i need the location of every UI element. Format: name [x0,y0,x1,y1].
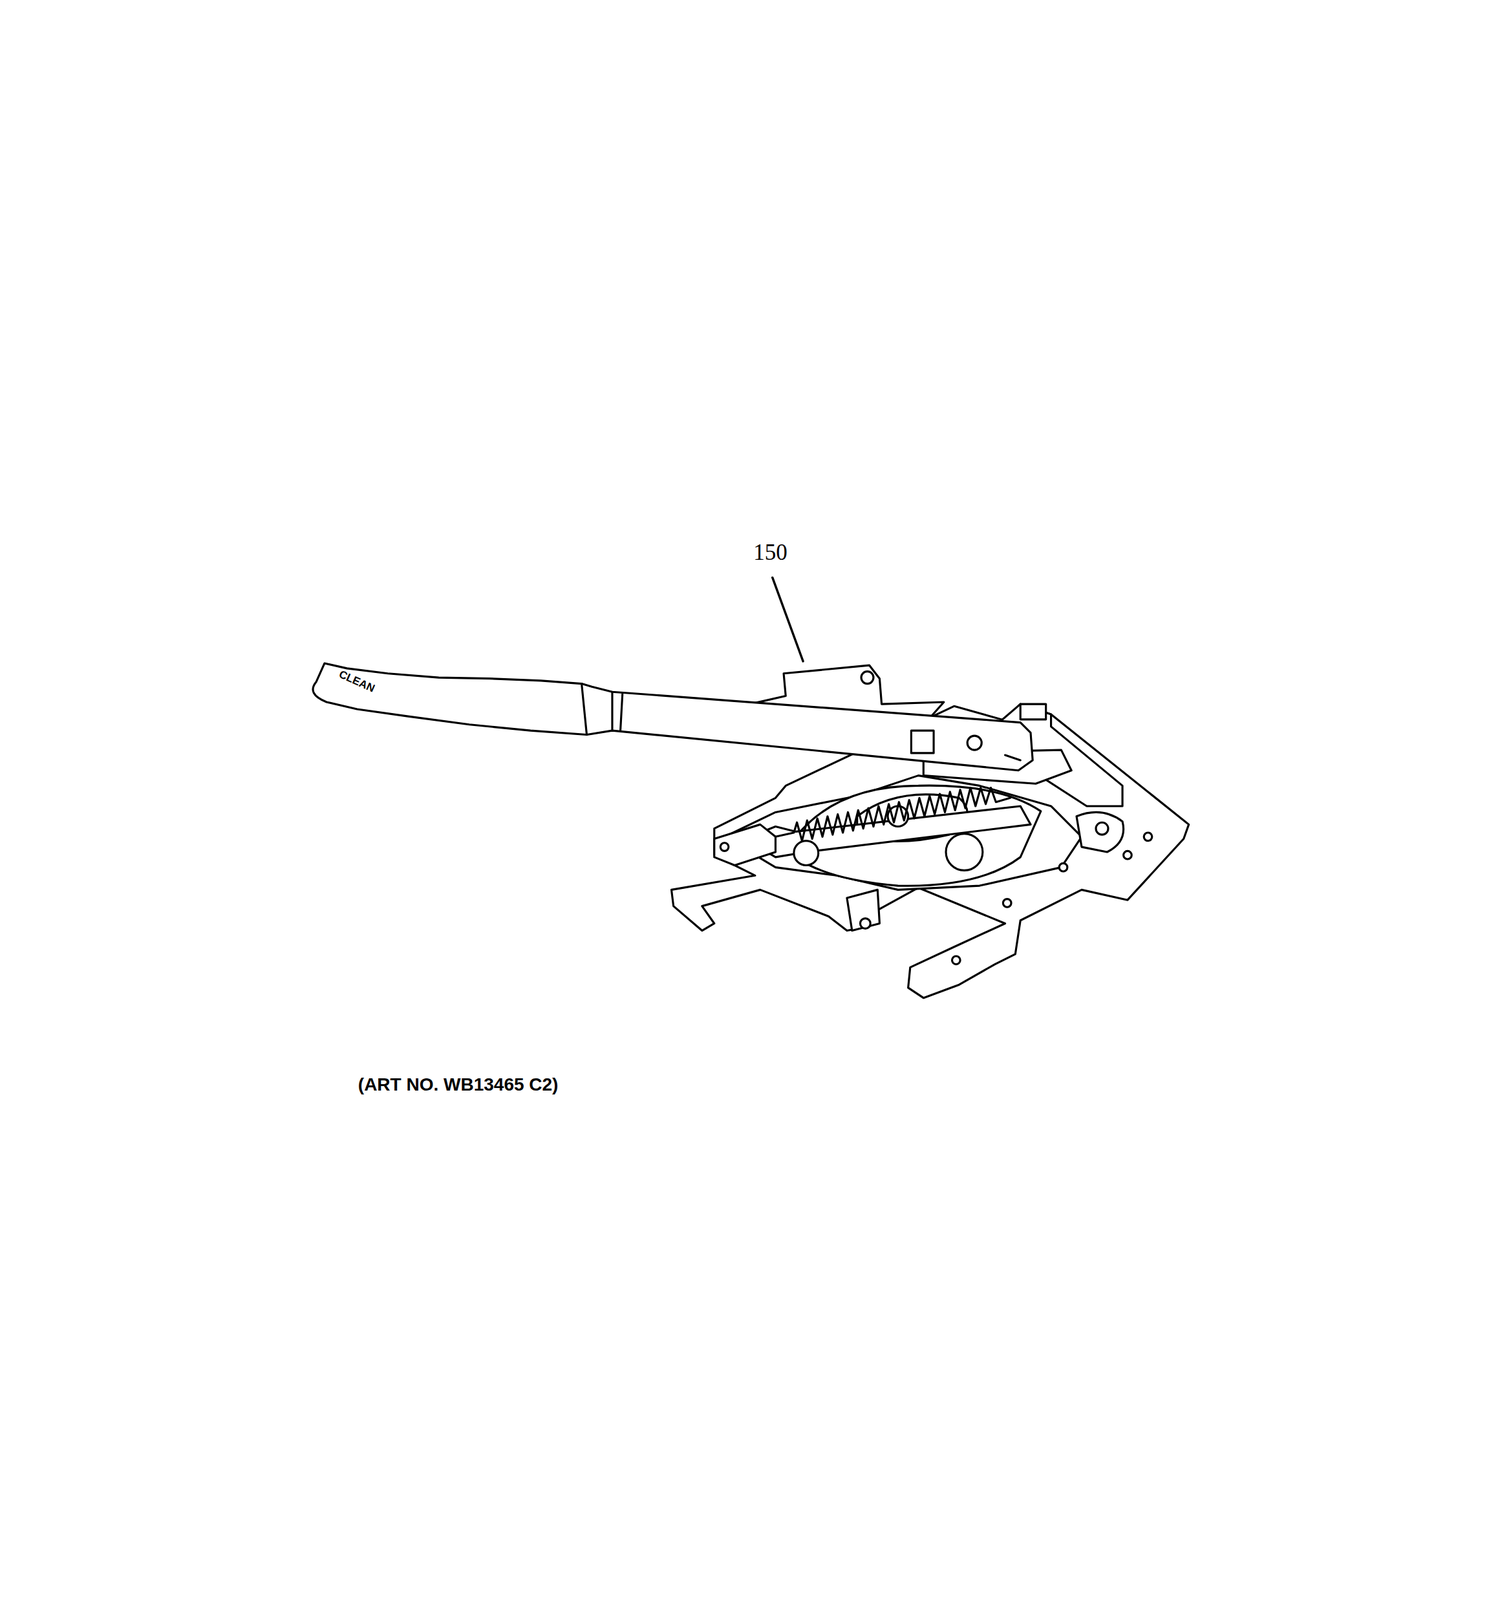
right-bracket [1076,812,1124,853]
latch-arm [744,806,1031,858]
art-number: (ART NO. WB13465 C2) [358,1075,559,1094]
pivot-boss [945,834,983,871]
callout-number: 150 [753,540,788,564]
mechanism-plate [724,775,1082,891]
grip-edge [581,684,588,736]
handle-marking: CLEAN [337,669,377,695]
bar-edge [612,691,623,731]
spring [775,788,1010,842]
latch-handle [312,663,1033,771]
leader-line [772,577,804,661]
side-wall [846,889,880,931]
pivot-boss [793,841,819,866]
left-bracket [714,824,776,866]
handle-slot [910,730,934,754]
handle-post [1020,704,1046,720]
base-plate [671,704,1189,999]
